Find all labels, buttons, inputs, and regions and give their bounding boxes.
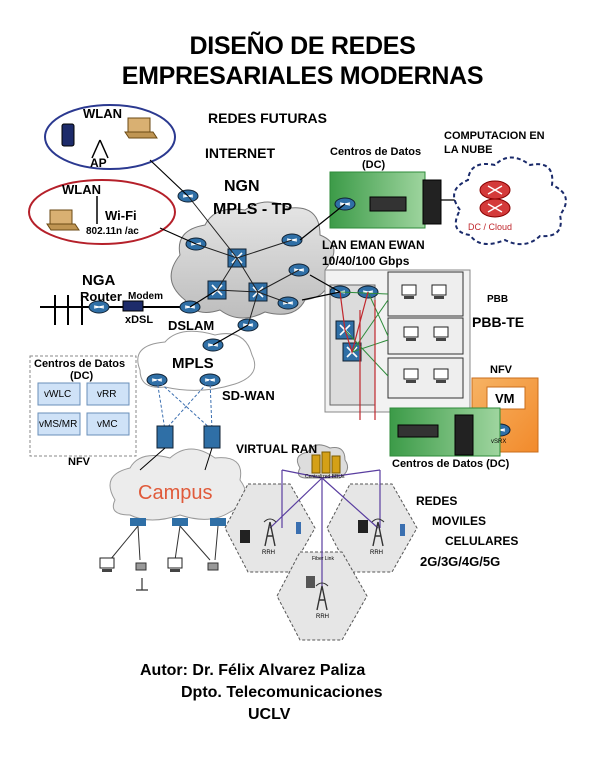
label-dslam: DSLAM	[168, 318, 215, 333]
computer-icon	[401, 284, 417, 300]
label-dc-top: Centros de Datos	[330, 146, 422, 158]
label-rrh: RRH	[370, 550, 383, 556]
label-vm: VM	[495, 391, 515, 406]
wlan-ellipse	[44, 104, 176, 170]
cell-hexagon	[276, 551, 368, 641]
computer-icon	[433, 326, 449, 342]
vfunc-label: vMC	[97, 419, 118, 430]
label-nga: NGA	[82, 272, 116, 289]
label-cloud-computing: COMPUTACION EN	[444, 130, 545, 142]
phone-icon	[207, 562, 219, 571]
access-point-icon	[91, 139, 109, 159]
label-redes-futuras: REDES FUTURAS	[208, 110, 328, 126]
vfunc-box	[37, 412, 81, 436]
label-wlan: WLAN	[83, 106, 122, 121]
modem-icon	[122, 300, 144, 312]
label-rrh: RRH	[316, 614, 329, 620]
wifi-ellipse	[28, 179, 176, 245]
server-rack-icon	[422, 179, 442, 225]
author-name: Autor: Dr. Félix Alvarez Paliza	[140, 662, 366, 679]
label-internet: INTERNET	[205, 145, 275, 161]
label-bbu: Centralized BBUs	[305, 474, 345, 480]
page-title-line1: DISEÑO DE REDES	[189, 32, 416, 60]
label-moviles: MOVILES	[432, 514, 487, 528]
label-vsrx: vSRX	[491, 439, 507, 445]
label-celulares: CELULARES	[445, 534, 519, 548]
label-pbb: PBB	[487, 294, 509, 305]
label-sdwan: SD-WAN	[222, 388, 275, 403]
label-mpls: MPLS	[172, 355, 214, 372]
label-generations: 2G/3G/4G/5G	[420, 554, 501, 569]
label-dc-left-abbr: (DC)	[70, 370, 94, 382]
label-nfv-left: NFV	[68, 456, 90, 468]
pbb-box	[387, 271, 464, 317]
label-modem: Modem	[128, 291, 163, 302]
vfunc-label: vWLC	[44, 389, 72, 400]
label-router: Router	[80, 289, 122, 304]
phone-icon	[296, 522, 301, 534]
phone-icon	[306, 576, 315, 588]
vfunc-box	[86, 382, 130, 406]
vfunc-box	[86, 412, 130, 436]
laptop-icon	[124, 117, 158, 139]
label-redes: REDES	[416, 494, 458, 508]
label-speeds: 10/40/100 Gbps	[322, 254, 410, 268]
pbb-box	[387, 357, 464, 399]
label-dc-left: Centros de Datos	[34, 358, 126, 370]
label-ngn: NGN	[224, 178, 260, 195]
pbb-box	[387, 317, 464, 355]
cloud-computing-icon	[453, 156, 567, 246]
label-lan-eman: LAN EMAN EWAN	[322, 238, 425, 252]
label-pbb-te: PBB-TE	[472, 314, 525, 330]
campus-switch-icon	[203, 425, 221, 449]
label-wifi: Wi-Fi	[105, 208, 137, 223]
label-campus: Campus	[138, 482, 213, 504]
vfunc-label: vMS/MR	[39, 419, 78, 430]
phone-icon	[358, 520, 368, 533]
laptop-icon	[46, 209, 80, 231]
author-university: UCLV	[248, 706, 291, 723]
computer-icon	[433, 368, 449, 384]
author-department: Dpto. Telecomunicaciones	[181, 684, 383, 701]
phone-icon	[400, 524, 405, 536]
label-virtual-ran: VIRTUAL RAN	[236, 442, 318, 456]
dc-left-box	[29, 355, 137, 457]
label-xdsl: xDSL	[125, 314, 154, 326]
label-la-nube: LA NUBE	[444, 144, 493, 156]
cell-hexagon	[326, 483, 418, 573]
server-rack-icon	[454, 414, 474, 456]
vfunc-box	[37, 382, 81, 406]
label-rrh: RRH	[262, 550, 275, 556]
phone-icon	[135, 562, 147, 571]
label-ap: AP	[90, 156, 107, 170]
label-dc-bottom: Centros de Datos (DC)	[392, 458, 510, 470]
label-dc-cloud: DC / Cloud	[468, 222, 513, 232]
computer-icon	[403, 368, 419, 384]
computer-icon	[431, 284, 447, 300]
label-mpls-tp: MPLS - TP	[213, 201, 293, 218]
label-wifi-std: 802.11n /ac	[86, 226, 139, 237]
label-fiber: Fiber Link	[312, 556, 334, 562]
tablet-icon	[61, 123, 75, 147]
label-wlan-wifi: WLAN	[62, 182, 101, 197]
label-nfv-right: NFV	[490, 364, 512, 376]
computer-icon	[403, 326, 419, 342]
phone-icon	[240, 530, 250, 543]
label-dc-top-abbr: (DC)	[362, 159, 386, 171]
campus-switch-icon	[156, 425, 174, 449]
server-icon	[397, 424, 439, 438]
page-title-line2: EMPRESARIALES MODERNAS	[121, 62, 484, 90]
vfunc-label: vRR	[97, 389, 117, 400]
computer-icon	[167, 557, 183, 573]
computer-icon	[99, 557, 115, 573]
server-icon	[369, 196, 407, 212]
